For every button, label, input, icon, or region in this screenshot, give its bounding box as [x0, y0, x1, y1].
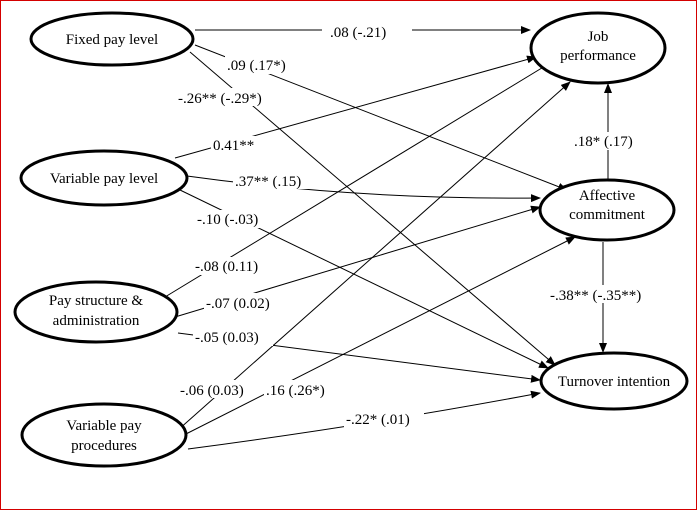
node-affective-commitment: Affective commitment [538, 178, 676, 242]
label-procedures-to-job: -.06 (0.03) [180, 383, 244, 399]
label-fixed-to-affective: .09 (.17*) [227, 58, 286, 74]
node-label-line2: performance [560, 48, 636, 64]
node-label-line2: commitment [569, 207, 646, 223]
label-variable-level-to-affective: .37** (.15) [235, 174, 301, 190]
edge-procedures-to-affective [179, 236, 576, 438]
node-label-line2: administration [53, 313, 140, 329]
node-label: Variable pay level [50, 171, 158, 187]
edge-variable-level-to-affective [186, 175, 541, 203]
node-job-performance: Job performance [529, 11, 667, 85]
edge-labels: .08 (-.21) .09 (.17*) -.26** (-.29*) 0.4… [176, 22, 656, 428]
label-affective-to-job: .18* (.17) [574, 134, 633, 150]
label-pay-structure-to-job: -.08 (0.11) [195, 259, 258, 275]
node-variable-pay-level: Variable pay level [19, 149, 189, 207]
node-turnover-intention: Turnover intention [539, 351, 689, 411]
edge-procedures-to-job [177, 81, 571, 431]
node-fixed-pay-level: Fixed pay level [29, 11, 195, 67]
node-label-line1: Affective [579, 188, 636, 204]
node-pay-structure-administration: Pay structure & administration [13, 280, 179, 344]
node-label-line1: Pay structure & [49, 293, 143, 309]
label-pay-structure-to-affective: -.07 (0.02) [206, 296, 270, 312]
node-label: Turnover intention [558, 374, 671, 390]
node-label-line1: Job [588, 29, 609, 45]
label-fixed-to-job: .08 (-.21) [330, 25, 386, 41]
node-label-line2: procedures [71, 438, 137, 454]
label-procedures-to-affective: .16 (.26*) [266, 383, 325, 399]
label-fixed-to-turnover: -.26** (-.29*) [178, 91, 262, 107]
label-variable-level-to-turnover: -.10 (-.03) [197, 212, 258, 228]
node-label-line1: Variable pay [66, 418, 142, 434]
label-variable-level-to-job: 0.41** [213, 138, 254, 154]
node-label: Fixed pay level [66, 32, 158, 48]
label-pay-structure-to-turnover: -.05 (0.03) [195, 330, 259, 346]
label-procedures-to-turnover: -.22* (.01) [346, 412, 410, 428]
label-affective-to-turnover: -.38** (-.35**) [550, 288, 641, 304]
node-variable-pay-procedures: Variable pay procedures [20, 402, 188, 468]
